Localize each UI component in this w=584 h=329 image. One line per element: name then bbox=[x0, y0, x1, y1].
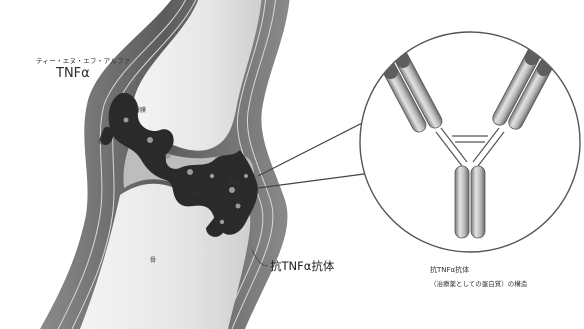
anti-tnf-antibody-label: 抗TNFα抗体 bbox=[270, 259, 335, 273]
label-cartilage: 軟骨 bbox=[228, 178, 240, 186]
antibody-caption-subtitle: （治療薬としての蛋白質）の構造 bbox=[430, 279, 528, 288]
label-bone-lower: 骨 bbox=[150, 257, 156, 264]
antibody-caption-title: 抗TNFα抗体 bbox=[430, 265, 469, 274]
label-bone-upper-left: 骨 bbox=[98, 139, 104, 146]
tnf-alpha-label: TNFα bbox=[55, 66, 90, 81]
label-synovium: 滑膜 bbox=[134, 106, 146, 114]
joint-cross-section bbox=[40, 0, 290, 329]
label-bone-center: 骨 bbox=[194, 191, 200, 198]
tnf-reading-label: ティー・エヌ・エフ・アルファ bbox=[36, 57, 131, 65]
